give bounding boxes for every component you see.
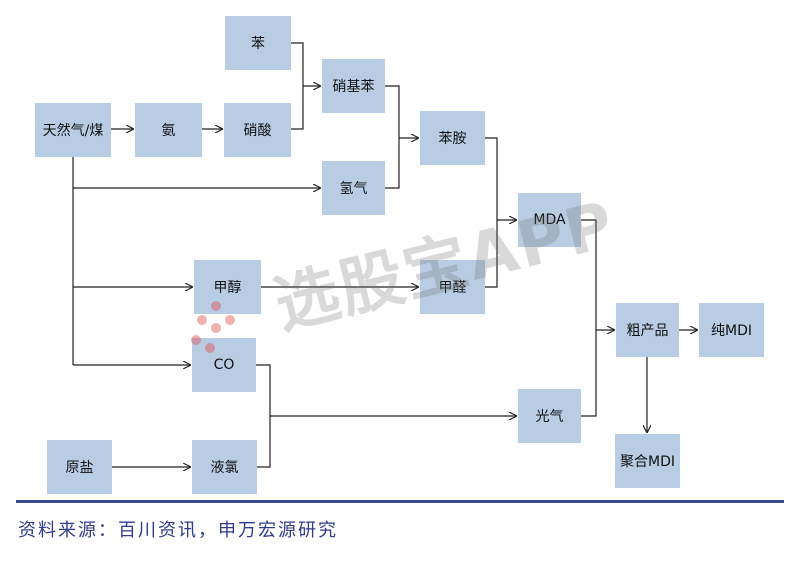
- node-natural-gas-coal: 天然气/煤: [35, 103, 111, 157]
- node-phosgene: 光气: [518, 389, 581, 443]
- node-nitrobenzene: 硝基苯: [322, 59, 385, 113]
- footer-divider: [16, 500, 784, 503]
- flow-connectors: [72, 42, 798, 500]
- node-raw-salt: 原盐: [47, 440, 112, 494]
- arrow-aniline-formaldehyde-to-mda: [485, 137, 498, 288]
- node-liquid-chlorine: 液氯: [192, 440, 257, 494]
- node-crude-product: 粗产品: [616, 303, 679, 357]
- arrow-mda-phosgene-to-crude: [581, 219, 597, 417]
- process-flow-diagram: 苯 天然气/煤 氨 硝酸 硝基苯 苯胺 氢气 MDA 甲醇 甲醛 粗产品 纯MD…: [35, 16, 798, 500]
- node-formaldehyde: 甲醛: [420, 260, 485, 314]
- node-mda: MDA: [518, 193, 581, 247]
- watermark-logo-icon: [191, 301, 235, 353]
- arrow-benzene-nitric-to-nitrobenzene: [291, 42, 304, 130]
- node-benzene: 苯: [225, 16, 291, 70]
- arrow-nitrobenzene-hydrogen-to-aniline: [385, 85, 400, 189]
- node-pure-mdi: 纯MDI: [699, 303, 764, 357]
- arrow-co-chlorine-to-phosgene: [256, 364, 271, 468]
- node-polymeric-mdi: 聚合MDI: [615, 434, 680, 488]
- node-aniline: 苯胺: [420, 111, 485, 165]
- node-nitric-acid: 硝酸: [224, 103, 291, 157]
- source-note: 资料来源：百川资讯，申万宏源研究: [18, 520, 338, 541]
- node-ammonia: 氨: [135, 103, 202, 157]
- node-methanol: 甲醇: [194, 260, 261, 314]
- node-co: CO: [192, 338, 256, 392]
- node-hydrogen: 氢气: [322, 161, 385, 215]
